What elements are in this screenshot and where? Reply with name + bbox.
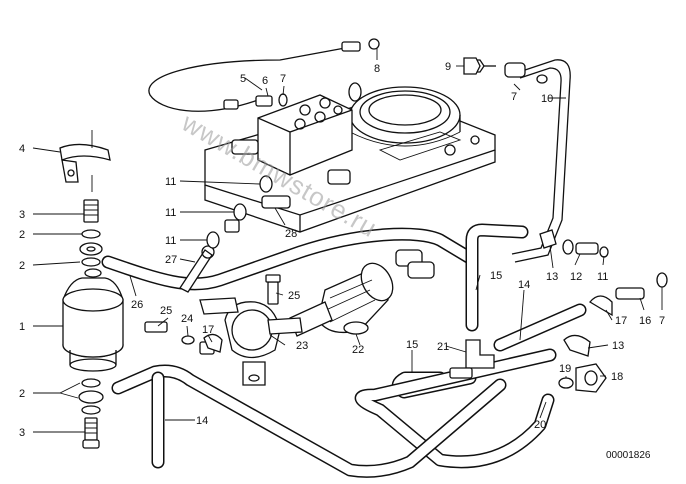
filter-clamp [59,130,111,192]
callout-25-left: 25 [160,305,172,317]
callout-25-bracket: 25 [288,290,300,302]
callout-13-upper: 13 [546,271,558,283]
callout-7-cable: 7 [280,73,286,85]
callout-8: 8 [374,63,380,75]
fuel-accumulator [289,262,394,337]
callout-11-d: 11 [597,271,608,283]
callout-22: 22 [352,344,364,356]
callout-14-upper: 14 [518,279,530,291]
callout-15-upper: 15 [490,270,502,282]
callout-15-lower: 15 [406,339,418,351]
callout-24: 24 [181,313,193,325]
callout-18: 18 [611,371,623,383]
callout-20: 20 [534,419,546,431]
callout-11-a: 11 [165,176,176,188]
fittings [144,38,668,393]
document-number: 00001826 [606,450,651,461]
callout-16: 16 [639,315,651,327]
fuel-distributor-assembly [204,82,496,233]
callout-1: 1 [19,321,25,333]
fuel-filter [62,268,124,372]
callout-19: 19 [559,363,571,375]
callout-11-c: 11 [165,235,176,247]
callout-4: 4 [19,143,25,155]
fuel-return-line [465,59,571,263]
callout-2-top: 2 [19,229,25,241]
banjo-bolt-lower [78,378,104,449]
callout-2-bottom: 2 [19,388,25,400]
leader-lines [32,48,663,433]
callout-10: 10 [541,93,553,105]
callout-3-bottom: 3 [19,427,25,439]
callout-11-b: 11 [165,207,176,219]
callout-9: 9 [445,61,451,73]
callout-14-lower: 14 [196,415,208,427]
accumulator-bracket [199,297,303,386]
callout-17-right: 17 [615,315,627,327]
callout-27: 27 [165,254,177,266]
throttle-cable [148,39,379,112]
callout-23: 23 [296,340,308,352]
callout-26: 26 [131,299,143,311]
callout-7-right: 7 [659,315,665,327]
fuel-hoses [101,223,587,478]
callout-5: 5 [240,73,246,85]
callout-7-top: 7 [511,91,517,103]
callout-21: 21 [437,341,449,353]
callout-6: 6 [262,75,268,87]
callout-labels: 4 3 2 2 1 2 3 5 6 7 8 9 7 10 11 11 11 27… [19,61,665,439]
callout-12: 12 [570,271,582,283]
callout-3-top: 3 [19,209,25,221]
banjo-bolt-upper [79,199,103,267]
callout-17-left: 17 [202,324,214,336]
callout-13-lower: 13 [612,340,624,352]
callout-28: 28 [285,228,297,240]
callout-2-mid: 2 [19,260,25,272]
